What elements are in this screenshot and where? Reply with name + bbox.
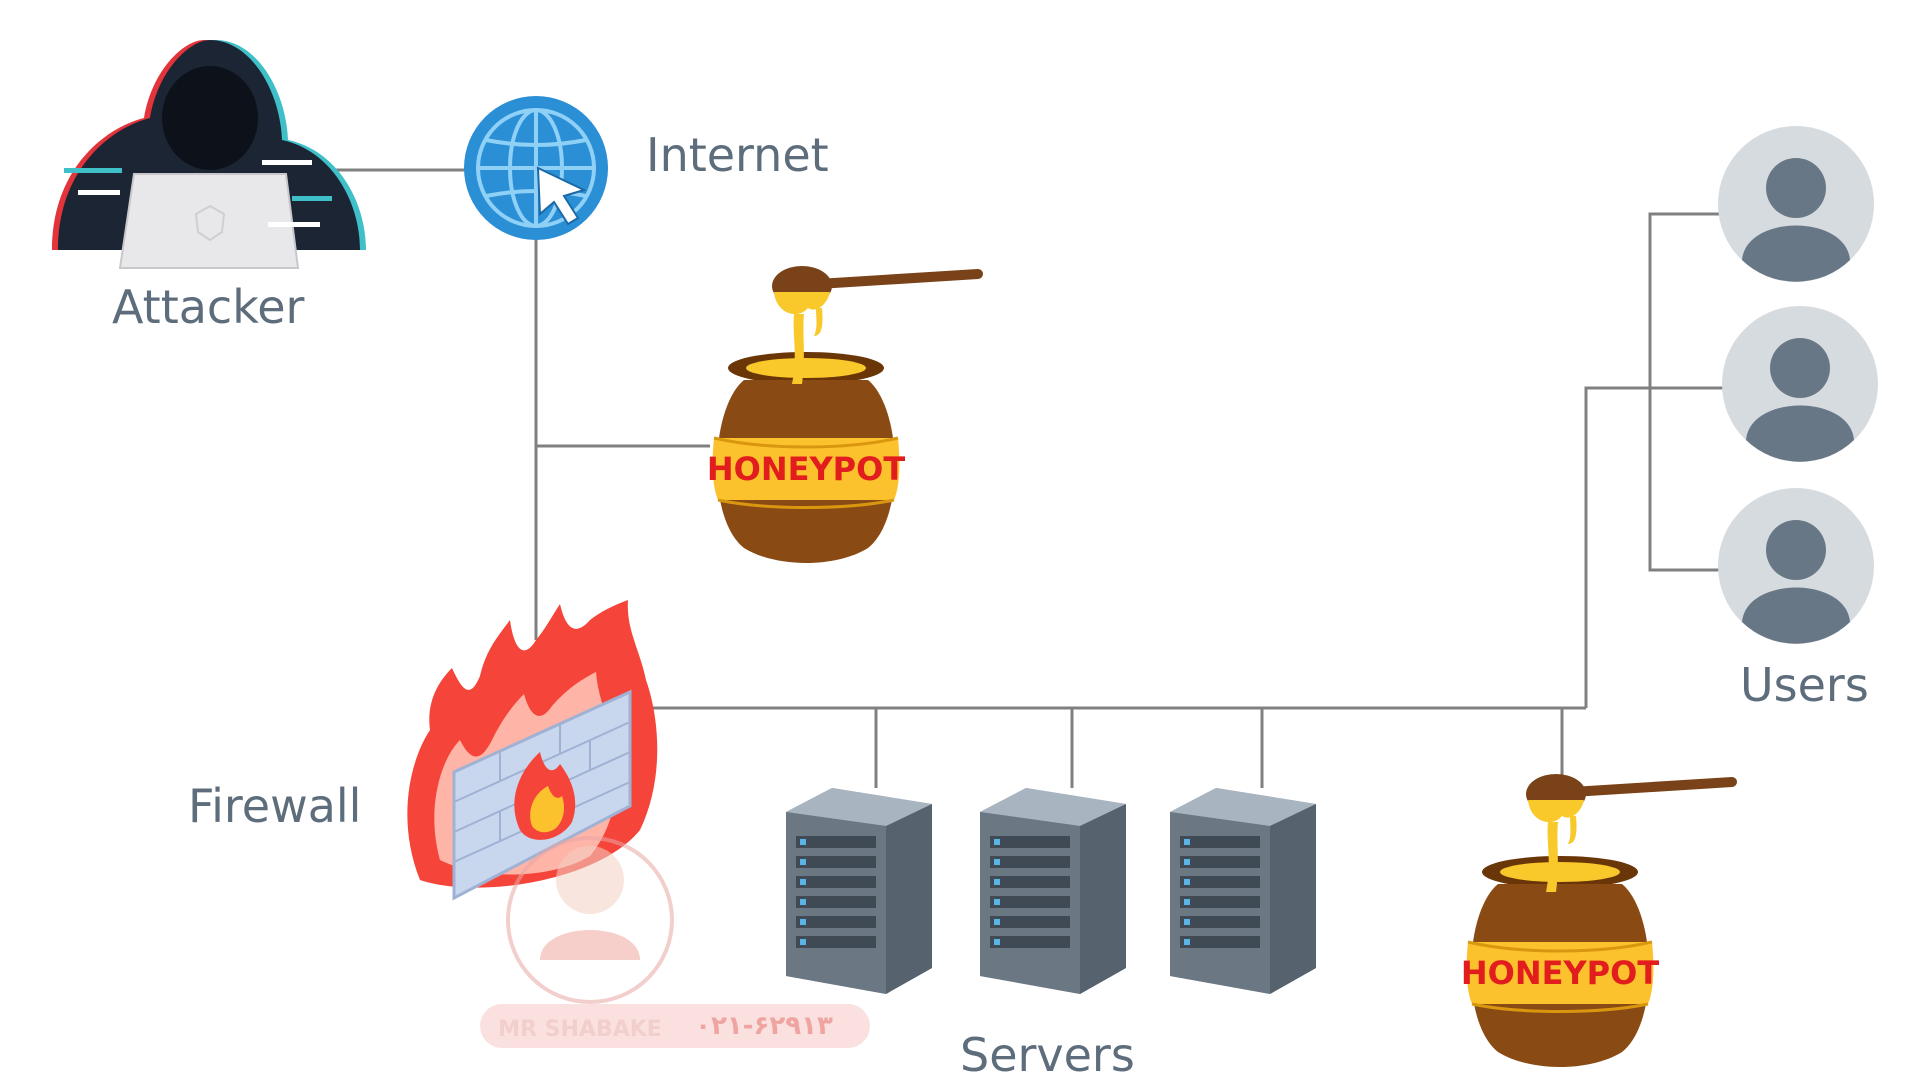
- watermark-brand: MR SHABAKE: [498, 1017, 662, 1042]
- honeypot-bottom-label: HONEYPOT: [1461, 954, 1659, 992]
- watermark: MR SHABAKE ۰۲۱-۶۲۹۱۳: [480, 836, 870, 1048]
- watermark-phone: ۰۲۱-۶۲۹۱۳: [695, 1011, 833, 1041]
- server-rack-icon: [1170, 788, 1316, 994]
- hooded-hacker-icon: [52, 40, 366, 269]
- link-bus-users: [1584, 386, 1734, 708]
- link-users-group: [1648, 212, 1734, 572]
- server-rack-icon: [980, 788, 1126, 994]
- servers-label: Servers: [960, 1028, 1135, 1080]
- user-avatar-icon: [1718, 488, 1874, 644]
- connection-lines: [316, 168, 1734, 788]
- honeypot-top-label: HONEYPOT: [707, 450, 905, 488]
- attacker-label: Attacker: [112, 280, 305, 334]
- honey-pot-icon: HONEYPOT: [707, 350, 905, 565]
- honey-pot-icon: HONEYPOT: [1461, 854, 1659, 1069]
- internet-label: Internet: [646, 128, 829, 182]
- user-avatar-icon: [1722, 306, 1878, 462]
- firewall-label: Firewall: [188, 779, 362, 833]
- user-avatar-icon: [1718, 126, 1874, 282]
- burning-wall-icon: [407, 600, 658, 901]
- users-label: Users: [1740, 658, 1869, 712]
- server-rack-icon: [786, 788, 932, 994]
- globe-cursor-icon: [464, 96, 608, 240]
